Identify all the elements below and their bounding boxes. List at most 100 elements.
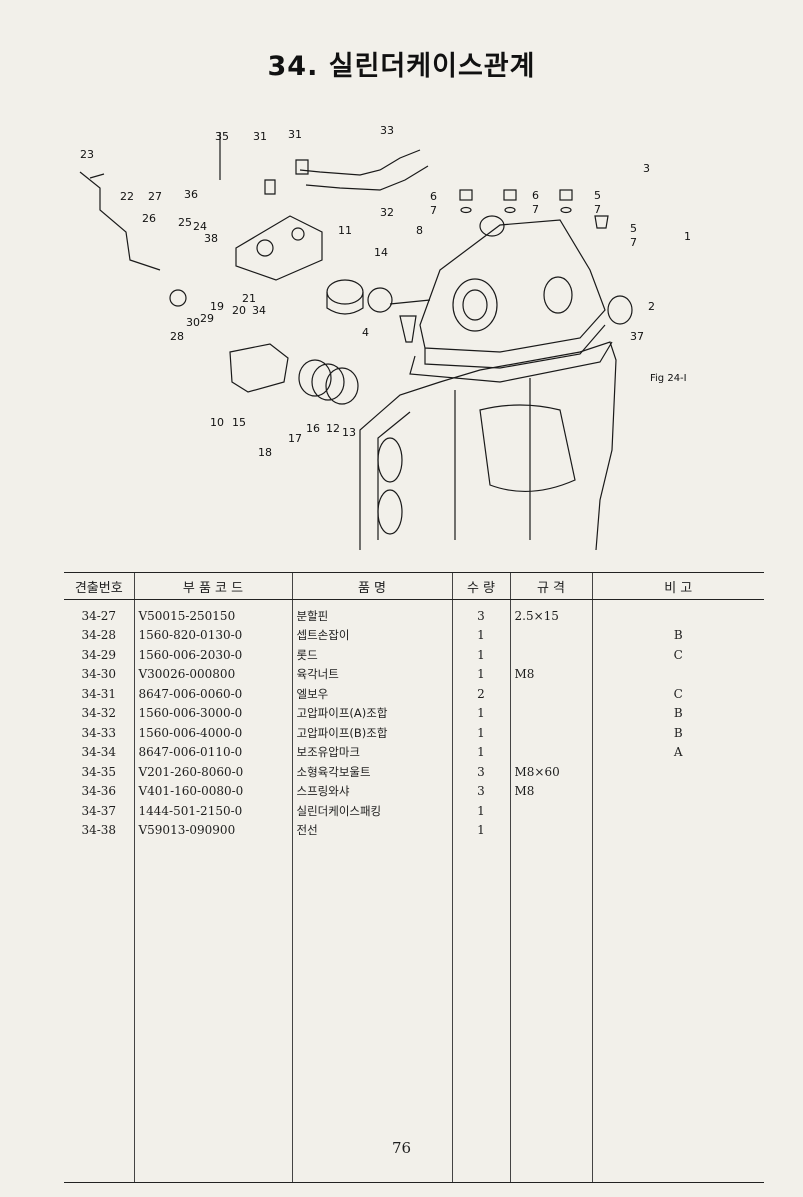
callout-label: 2 xyxy=(648,300,655,313)
diagram-callout-labels: 23 22 27 26 25 24 38 35 31 31 33 36 32 2… xyxy=(80,124,691,459)
cell-ref: 34-34 xyxy=(81,745,117,760)
callout-label: 33 xyxy=(380,124,394,137)
callout-label: 21 xyxy=(242,292,256,305)
cell-code: V50015-250150 xyxy=(133,599,292,626)
table-empty-space xyxy=(64,840,764,1183)
cell-name: 분할핀 xyxy=(291,599,452,626)
table-row: 34-32 1560-006-3000-0 고압파이프(A)조합 1 B xyxy=(64,703,764,723)
cell-code: V401-160-0080-0 xyxy=(133,781,292,801)
cell-spec xyxy=(509,723,592,743)
cell-code: 8647-006-0110-0 xyxy=(133,742,292,762)
cell-note xyxy=(591,781,764,801)
callout-label: 31 xyxy=(253,130,267,143)
cell-qty: 1 xyxy=(451,801,510,821)
cell-code: 1560-006-2030-0 xyxy=(133,645,292,665)
callout-label: 24 xyxy=(193,220,207,233)
table-row: 34-27 V50015-250150 분할핀 3 2.5×15 xyxy=(64,599,764,626)
cell-note: A xyxy=(591,742,764,762)
callout-label: 17 xyxy=(288,432,302,445)
empty-cell xyxy=(291,840,452,1183)
cell-qty: 1 xyxy=(451,742,510,762)
callout-label: 37 xyxy=(630,330,644,343)
engine-port xyxy=(377,437,403,483)
cell-note xyxy=(591,599,764,626)
cell-qty: 1 xyxy=(451,625,510,645)
nut-shape xyxy=(503,189,517,201)
callout-label: 31 xyxy=(288,128,302,141)
callout-label: 14 xyxy=(374,246,388,259)
cell-ref: 34-31 xyxy=(81,686,117,701)
case-bore xyxy=(452,278,498,332)
cell-code: 1560-006-3000-0 xyxy=(133,703,292,723)
empty-cell xyxy=(591,840,764,1183)
pipe-b-shape xyxy=(299,149,421,176)
callout-label: 6 xyxy=(430,190,437,203)
header-spec: 규 격 xyxy=(509,572,592,600)
cell-ref: 34-27 xyxy=(81,608,117,623)
empty-cell xyxy=(451,840,510,1183)
cell-code: 8647-006-0060-0 xyxy=(133,684,292,704)
callout-label: 8 xyxy=(416,224,423,237)
engine-block-cover xyxy=(479,404,576,492)
washer-shape xyxy=(504,206,516,214)
cell-name: 롯드 xyxy=(291,645,452,665)
table-row: 34-29 1560-006-2030-0 롯드 1 C xyxy=(64,645,764,665)
cell-code: 1444-501-2150-0 xyxy=(133,801,292,821)
callout-label: 22 xyxy=(120,190,134,203)
callout-label: 13 xyxy=(342,426,356,439)
cell-name: 전선 xyxy=(291,820,452,840)
callout-label: 26 xyxy=(142,212,156,225)
cell-ref: 34-33 xyxy=(81,725,117,740)
callout-label: 5 xyxy=(630,222,637,235)
o-ring xyxy=(298,359,332,397)
rod-shaft xyxy=(389,299,431,305)
washer-shape xyxy=(460,206,472,214)
cell-name: 소형육각보울트 xyxy=(291,762,452,782)
empty-cell xyxy=(64,840,134,1183)
header-part-name: 품 명 xyxy=(291,572,452,600)
o-ring xyxy=(325,367,359,405)
cell-name: 육각너트 xyxy=(291,664,452,684)
case-packing xyxy=(409,341,613,383)
piston-body xyxy=(326,292,364,315)
table-row: 34-38 V59013-090900 전선 1 xyxy=(64,820,764,840)
empty-cell xyxy=(133,840,292,1183)
cell-name: 보조유압마크 xyxy=(291,742,452,762)
pipe-a-shape xyxy=(305,165,429,191)
cell-spec xyxy=(509,801,592,821)
diagram-svg: 23 22 27 26 25 24 38 35 31 31 33 36 32 2… xyxy=(79,124,691,551)
rod-ball xyxy=(367,287,393,313)
empty-cell xyxy=(509,840,592,1183)
washer-shape xyxy=(560,206,572,214)
callout-label: 32 xyxy=(380,206,394,219)
cell-ref: 34-29 xyxy=(81,647,117,662)
callout-label: 7 xyxy=(594,203,601,216)
cell-name: 고압파이프(A)조합 xyxy=(291,703,452,723)
o-ring xyxy=(311,363,345,401)
callout-label: 6 xyxy=(532,189,539,202)
nut-shape xyxy=(459,189,473,201)
callout-label: 29 xyxy=(200,312,214,325)
cell-spec xyxy=(509,820,592,840)
callout-label: 38 xyxy=(204,232,218,245)
case-side-boss xyxy=(543,276,573,314)
cell-ref: 34-35 xyxy=(81,764,117,779)
cell-spec xyxy=(509,703,592,723)
cell-spec: M8 xyxy=(509,781,592,801)
engine-block-ribs xyxy=(377,378,531,540)
table-row: 34-31 8647-006-0060-0 엘보우 2 C xyxy=(64,684,764,704)
callout-label: 35 xyxy=(215,130,229,143)
cell-code: 1560-820-0130-0 xyxy=(133,625,292,645)
lever-shape xyxy=(79,171,161,271)
elbow-shape xyxy=(264,179,276,195)
callout-label: 34 xyxy=(252,304,266,317)
table-row: 34-35 V201-260-8060-0 소형육각보울트 3 M8×60 xyxy=(64,762,764,782)
table-header-row: 견출번호 부 품 코 드 품 명 수 량 규 격 비 고 xyxy=(64,572,764,600)
cell-qty: 3 xyxy=(451,762,510,782)
cell-spec xyxy=(509,625,592,645)
header-quantity: 수 량 xyxy=(451,572,510,600)
knob-shape xyxy=(169,289,187,307)
cover-plate xyxy=(229,343,289,393)
cell-qty: 3 xyxy=(451,599,510,626)
callout-label: 18 xyxy=(258,446,272,459)
